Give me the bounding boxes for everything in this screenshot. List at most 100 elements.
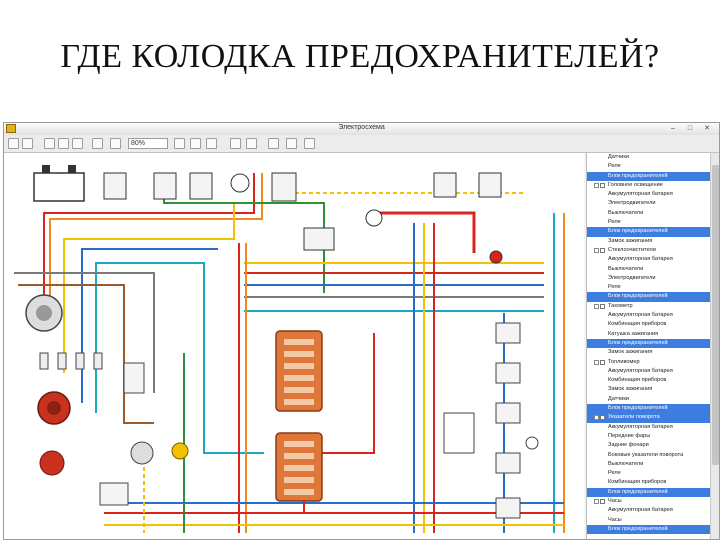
tree-item[interactable]: Реле (587, 162, 710, 171)
spark-plug-3[interactable] (75, 352, 85, 370)
switch-5[interactable] (495, 497, 521, 519)
relay-3[interactable] (189, 172, 213, 200)
highlight-icon[interactable] (286, 138, 297, 149)
gauge[interactable] (365, 209, 383, 227)
checkbox[interactable] (600, 182, 605, 188)
tree-group[interactable]: Стеклоочистители (587, 246, 710, 255)
checkbox[interactable] (600, 498, 605, 504)
tree-item[interactable]: Замок зажигания (587, 385, 710, 394)
wiring-diagram-canvas[interactable] (4, 153, 584, 539)
scrollbar-thumb[interactable] (712, 165, 719, 465)
tree-item[interactable]: Блок предохранителей (587, 292, 710, 302)
tree-item[interactable]: Катушка зажигания (587, 330, 710, 339)
tree-scrollbar[interactable] (710, 153, 719, 539)
expand-icon[interactable] (594, 247, 599, 253)
tree-item[interactable]: Замок зажигания (587, 348, 710, 357)
help-icon[interactable] (304, 138, 315, 149)
motor[interactable] (230, 173, 250, 193)
tree-item[interactable]: Электродвигатели (587, 274, 710, 283)
ignition-coil[interactable] (39, 450, 65, 476)
expand-icon[interactable] (594, 359, 599, 365)
tree-item[interactable]: Аккумуляторная батарея (587, 190, 710, 199)
copy-icon[interactable] (72, 138, 83, 149)
tree-item[interactable]: Аккумуляторная батарея (587, 506, 710, 515)
checkbox[interactable] (600, 247, 605, 253)
select-tool-icon[interactable] (206, 138, 217, 149)
tree-item[interactable]: Выключатели (587, 460, 710, 469)
forward-icon[interactable] (58, 138, 69, 149)
zoom-out-icon[interactable] (92, 138, 103, 149)
tree-item[interactable]: Блок предохранителей (587, 487, 710, 497)
spark-plug-2[interactable] (57, 352, 67, 370)
checkbox[interactable] (600, 415, 605, 421)
tree-item[interactable]: Выключатели (587, 209, 710, 218)
signal-horn[interactable] (171, 442, 189, 460)
back-icon[interactable] (44, 138, 55, 149)
spark-plug-4[interactable] (93, 352, 103, 370)
tree-item[interactable]: Аккумуляторная батарея (587, 423, 710, 432)
tree-item[interactable]: Электродвигатели (587, 199, 710, 208)
indicator-lamp[interactable] (489, 250, 503, 264)
tree-item[interactable]: Комбинация приборов (587, 320, 710, 329)
close-button[interactable]: ✕ (704, 125, 710, 132)
zoom-in-icon[interactable] (110, 138, 121, 149)
relay-2[interactable] (153, 172, 177, 200)
hand-tool-icon[interactable] (190, 138, 201, 149)
switch-1[interactable] (495, 322, 521, 344)
instrument-cluster[interactable] (443, 412, 475, 454)
tree-item[interactable]: Реле (587, 469, 710, 478)
print-icon[interactable] (246, 138, 257, 149)
relay-1[interactable] (103, 172, 127, 200)
lamp[interactable] (525, 436, 539, 450)
tree-group[interactable]: Топливомер (587, 358, 710, 367)
tree-item[interactable]: Замок зажигания (587, 237, 710, 246)
zoom-select[interactable]: 80% (128, 138, 168, 149)
tree-item[interactable]: Выключатели (587, 265, 710, 274)
tree-item[interactable]: Боковые указатели поворота (587, 451, 710, 460)
relay-5[interactable] (478, 172, 502, 198)
switch-2[interactable] (495, 362, 521, 384)
tree-group[interactable]: Тахометр (587, 302, 710, 311)
tree-item[interactable]: Датчики (587, 395, 710, 404)
relay-4[interactable] (433, 172, 457, 198)
expand-icon[interactable] (594, 303, 599, 309)
tree-item[interactable]: Аккумуляторная батарея (587, 367, 710, 376)
maximize-button[interactable]: □ (687, 125, 693, 132)
tree-item[interactable]: Часы (587, 516, 710, 525)
starter[interactable] (130, 441, 154, 465)
tree-item[interactable]: Датчики (587, 153, 710, 162)
tree-item[interactable]: Аккумуляторная батарея (587, 255, 710, 264)
tree-item[interactable]: Блок предохранителей (587, 227, 710, 237)
tree-item[interactable]: Блок предохранителей (587, 524, 710, 535)
fuse-block-lower[interactable] (275, 432, 323, 502)
battery[interactable] (33, 172, 85, 202)
save-icon[interactable] (22, 138, 33, 149)
tree-group[interactable]: Указатели поворота (587, 413, 710, 423)
sensor[interactable] (123, 362, 145, 394)
tree-group[interactable]: Головное освещение (587, 181, 710, 190)
tree-item[interactable]: Задние фонари (587, 441, 710, 450)
search-icon[interactable] (268, 138, 279, 149)
switch-4[interactable] (495, 452, 521, 474)
spark-plug-1[interactable] (39, 352, 49, 370)
tree-item[interactable]: Комбинация приборов (587, 376, 710, 385)
tree-item[interactable]: Блок предохранителей (587, 338, 710, 349)
tree-item[interactable]: Передние фары (587, 432, 710, 441)
checkbox[interactable] (600, 359, 605, 365)
switch-block[interactable] (271, 172, 297, 202)
tree-item[interactable]: Блок предохранителей (587, 404, 710, 414)
connector-block[interactable] (303, 227, 335, 251)
tree-item[interactable]: Комбинация приборов (587, 478, 710, 487)
tree-item[interactable]: Реле (587, 283, 710, 292)
switch-3[interactable] (495, 402, 521, 424)
fuse-block-upper[interactable] (275, 330, 323, 412)
expand-icon[interactable] (594, 415, 599, 421)
fit-page-icon[interactable] (174, 138, 185, 149)
tree-item[interactable]: Реле (587, 218, 710, 227)
tree-item[interactable]: Блок предохранителей (587, 171, 710, 181)
expand-icon[interactable] (594, 182, 599, 188)
minimize-button[interactable]: – (671, 125, 675, 132)
tree-item[interactable]: Аккумуляторная батарея (587, 311, 710, 320)
ignition-switch[interactable] (99, 482, 129, 506)
expand-icon[interactable] (594, 498, 599, 504)
